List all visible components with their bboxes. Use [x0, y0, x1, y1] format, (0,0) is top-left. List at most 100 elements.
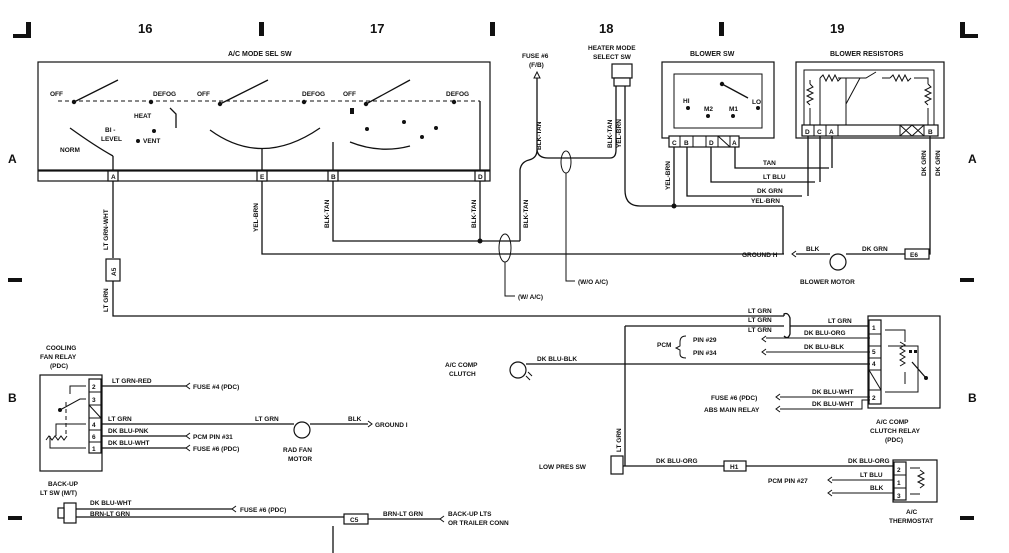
zone-marker — [960, 22, 965, 36]
zone-18: 18 — [599, 21, 613, 36]
label-norm: NORM — [60, 147, 80, 154]
splice — [477, 238, 483, 244]
row-a-right: A — [968, 152, 977, 166]
wire-label: BLK-TAN — [324, 199, 331, 228]
switch-contact — [719, 81, 725, 87]
label-off: OFF — [343, 91, 356, 98]
wire-label: DK BLU-PNK — [108, 428, 149, 435]
pcm-terminal — [185, 432, 191, 440]
cooling-relay-label: (PDC) — [50, 363, 68, 370]
ac-relay-label: (PDC) — [885, 437, 903, 444]
switch-contact — [148, 99, 154, 105]
pin-blank — [88, 404, 102, 419]
abs-wires — [775, 393, 870, 413]
switch-lead — [169, 107, 177, 128]
label-bi: BI - — [105, 127, 115, 134]
pcm-pin-31-label: PCM PIN #31 — [193, 434, 233, 441]
resistor — [819, 73, 842, 83]
wire-label: DK GRN — [757, 188, 783, 195]
blower-motor-label: BLOWER MOTOR — [800, 279, 855, 286]
wire-label: DK BLU-BLK — [804, 344, 844, 351]
resistor-net — [819, 77, 861, 128]
wire-label: LT GRN-WHT — [103, 209, 110, 250]
pcm-brace — [674, 335, 687, 359]
wire-label: BLK — [348, 416, 362, 423]
switch-blade — [219, 79, 269, 105]
low-pres-sw — [610, 455, 624, 475]
relay-dot — [914, 350, 917, 353]
relay-coil — [45, 435, 68, 441]
pin-label: 6 — [92, 434, 96, 441]
label-off: OFF — [50, 91, 63, 98]
wire-label: BRN-LT GRN — [383, 511, 423, 518]
abs-main-relay-label: ABS MAIN RELAY — [704, 407, 760, 414]
fuse-terminal — [231, 505, 237, 513]
backup-lts-label: BACK-UP LTS — [448, 511, 492, 518]
blower-sw-inner — [673, 73, 763, 129]
wire-label: DK BLU-WHT — [812, 401, 854, 408]
heater-mode-select-sw — [611, 63, 633, 79]
label-defog: DEFOG — [446, 91, 469, 98]
heater-mode-label: SELECT SW — [593, 54, 632, 61]
fuse6-label: FUSE #6 (PDC) — [240, 507, 286, 514]
option-oval — [560, 150, 572, 174]
switch-arc — [209, 127, 321, 150]
wire-label: BLK-TAN — [471, 199, 478, 228]
wire-label: LT GRN — [748, 317, 772, 324]
switch-blade — [73, 79, 119, 103]
connector-h1-label: H1 — [730, 464, 739, 471]
relay-contact — [58, 408, 62, 412]
ground-symbol — [367, 420, 373, 428]
fuse6-pdc-label: FUSE #6 (PDC) — [711, 395, 757, 402]
zone-marker — [259, 22, 264, 36]
pin-label: B — [331, 174, 336, 181]
clutch-ground — [525, 371, 533, 381]
label-vent: VENT — [143, 138, 160, 145]
switch-contact — [420, 135, 424, 139]
row-marker — [8, 278, 22, 282]
row-marker — [960, 516, 974, 520]
wire-label: DK BLU-ORG — [848, 458, 890, 465]
wire-label: LT GRN — [828, 318, 852, 325]
note-without-ac: (W/O A/C) — [578, 279, 608, 286]
row-marker — [8, 516, 22, 520]
zone-marker — [960, 34, 978, 38]
switch-contact — [731, 114, 735, 118]
wire-label: BRN-LT GRN — [90, 511, 130, 518]
wire-label: BLK — [870, 485, 884, 492]
pcm-pin-27-label: PCM PIN #27 — [768, 478, 808, 485]
lamp-terminal — [439, 515, 445, 523]
pin-label: 1 — [897, 480, 901, 487]
fuse-terminal — [533, 70, 541, 79]
wire-label: BLK-TAN — [523, 199, 530, 228]
fuse4-label: FUSE #4 (PDC) — [193, 384, 239, 391]
pin-label: A — [111, 174, 116, 181]
pin-label: B — [928, 129, 933, 136]
wire-label: DK BLU-BLK — [537, 356, 577, 363]
wire-label: LT GRN — [255, 416, 279, 423]
resistor — [923, 83, 933, 106]
wire-label: DK BLU-WHT — [812, 389, 854, 396]
label-defog: DEFOG — [302, 91, 325, 98]
pin-label: 4 — [92, 422, 96, 429]
ground-h-label: GROUND H — [742, 252, 778, 259]
splice — [671, 203, 677, 209]
rad-fan-label: RAD FAN — [283, 447, 312, 454]
wire-label: DK BLU-WHT — [90, 500, 132, 507]
switch-contact — [350, 108, 354, 114]
ac-thermostat-label: A/C — [906, 509, 918, 516]
backup-lt-sw — [63, 502, 77, 524]
resistor-net — [809, 71, 929, 128]
wire-label: BLK-TAN — [536, 121, 543, 150]
wire-label: DK BLU-ORG — [804, 330, 846, 337]
wire-label: DK GRN — [935, 150, 942, 176]
switch-contact — [402, 120, 406, 124]
row-b-left: B — [8, 391, 17, 405]
wire-dk-grn — [686, 147, 802, 197]
heater-mode-label: HEATER MODE — [588, 45, 636, 52]
row-marker — [960, 278, 974, 282]
note-leader — [504, 262, 515, 297]
switch-contact — [301, 99, 307, 105]
switch-contact — [71, 99, 77, 105]
fuse-terminal — [185, 382, 191, 390]
